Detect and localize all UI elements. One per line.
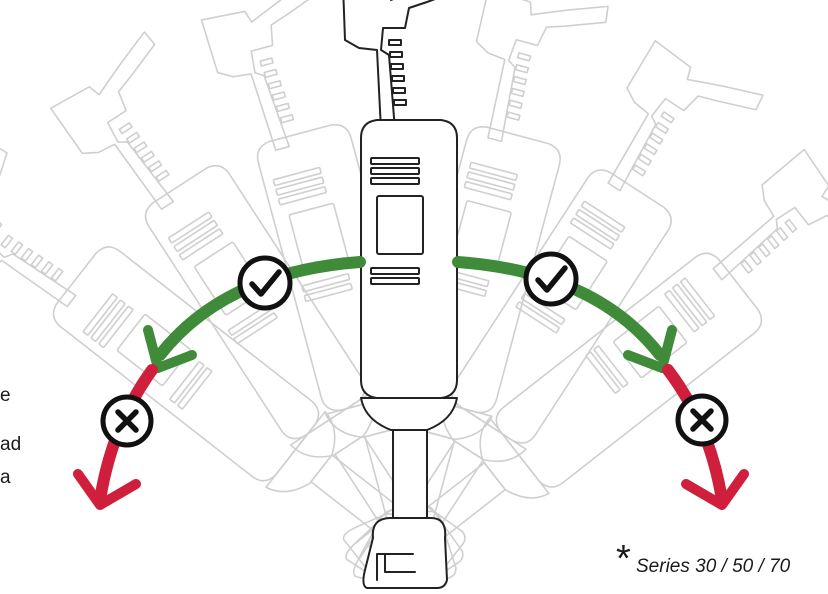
right-allowed-arrowhead <box>623 325 677 373</box>
check-icon <box>237 255 293 311</box>
cross-icon <box>675 393 729 447</box>
side-text-fragment: ad <box>0 434 22 455</box>
left-forbidden-arrowhead <box>73 469 141 510</box>
cross-icon <box>100 394 154 448</box>
right-forbidden-arrowhead <box>681 469 749 510</box>
side-text-fragment: e <box>0 385 11 406</box>
left-allowed-arrowhead <box>143 325 197 373</box>
footnote-text: Series 30 / 50 / 70 <box>636 556 791 577</box>
check-icon <box>523 251 579 307</box>
footnote-asterisk: * <box>616 538 631 580</box>
side-text-fragment: a <box>0 467 11 488</box>
hand-blender-illustration <box>342 0 466 589</box>
right-allowed-arc <box>452 256 666 361</box>
